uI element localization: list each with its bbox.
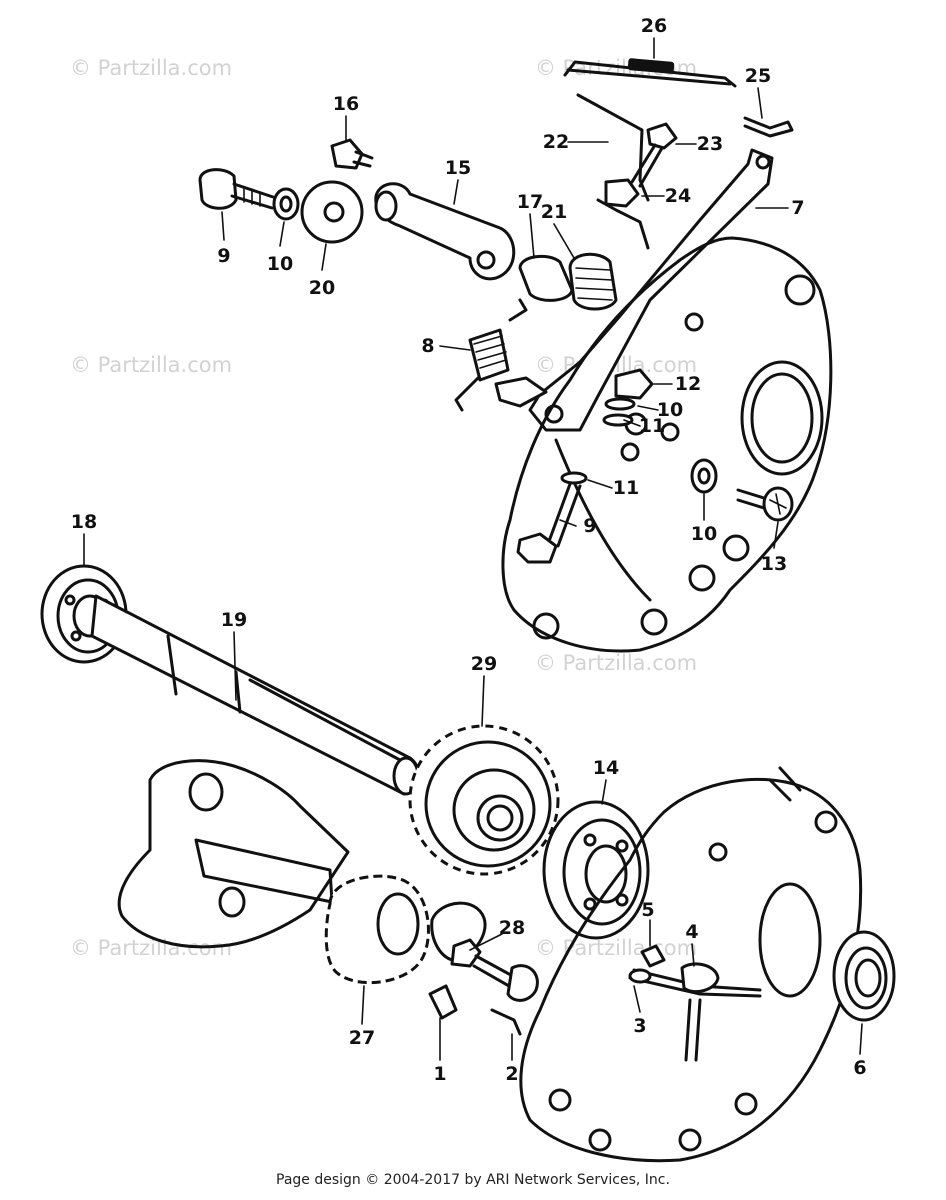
callout-25: 25 <box>745 65 771 87</box>
callout-5: 5 <box>641 899 654 921</box>
bolt-23 <box>630 122 678 188</box>
callout-11-lower: 11 <box>613 477 639 499</box>
callout-18: 18 <box>71 511 97 533</box>
callout-10-upper: 10 <box>267 253 293 275</box>
bolt-16 <box>330 138 374 170</box>
callout-28: 28 <box>499 917 525 939</box>
nut-12 <box>614 368 654 400</box>
callout-9-lower: 9 <box>583 515 596 537</box>
callout-2: 2 <box>505 1063 518 1085</box>
arm-15 <box>374 182 516 281</box>
spring-21 <box>568 252 618 311</box>
callout-3: 3 <box>633 1015 646 1037</box>
seal-6 <box>832 930 896 1022</box>
bearing-14 <box>542 800 650 940</box>
callout-8: 8 <box>421 335 434 357</box>
callout-17: 17 <box>517 191 543 213</box>
watermark: © Partzilla.com <box>535 651 697 675</box>
screw-13 <box>736 486 794 522</box>
watermark: © Partzilla.com <box>535 936 697 960</box>
spring-8 <box>454 298 528 412</box>
callout-26: 26 <box>641 15 667 37</box>
clip-2 <box>490 1008 522 1036</box>
gear-27 <box>324 874 430 985</box>
callout-10-middle: 10 <box>657 399 683 421</box>
callout-15: 15 <box>445 157 471 179</box>
callout-22: 22 <box>543 131 569 153</box>
callout-9-upper: 9 <box>217 245 230 267</box>
housing-lower-right <box>519 766 863 1163</box>
callout-19: 19 <box>221 609 247 631</box>
housing-left <box>117 759 350 949</box>
nut-24 <box>604 178 640 208</box>
pin-1 <box>428 984 458 1020</box>
washer-20 <box>300 180 364 244</box>
callout-16: 16 <box>333 93 359 115</box>
callout-1: 1 <box>433 1063 446 1085</box>
watermark: © Partzilla.com <box>70 56 232 80</box>
callout-4: 4 <box>685 921 698 943</box>
callout-6: 6 <box>853 1057 866 1079</box>
callout-12: 12 <box>675 373 701 395</box>
callout-14: 14 <box>593 757 619 779</box>
housing-upper <box>501 236 833 653</box>
page-footer: Page design © 2004-2017 by ARI Network S… <box>276 1172 670 1188</box>
pivot-arm <box>494 376 548 408</box>
washer-10-right <box>690 458 718 494</box>
callout-10-right: 10 <box>691 523 717 545</box>
spring-25 <box>743 116 794 138</box>
callout-29: 29 <box>471 653 497 675</box>
callout-20: 20 <box>309 277 335 299</box>
callout-23: 23 <box>697 133 723 155</box>
watermark: © Partzilla.com <box>70 353 232 377</box>
bolt-9-upper <box>198 168 278 210</box>
callout-11-upper: 11 <box>639 415 665 437</box>
shift-parts-3-4-5 <box>628 944 762 1062</box>
gear-29 <box>408 724 560 876</box>
lever-7 <box>528 148 774 432</box>
callout-labels: 26 25 16 15 22 23 17 21 24 7 9 10 20 8 1… <box>71 15 867 1085</box>
callout-27: 27 <box>349 1027 375 1049</box>
shaft-19 <box>90 594 420 796</box>
bolt-9-lower <box>516 482 582 564</box>
callout-7: 7 <box>791 197 804 219</box>
washers-10-11 <box>560 397 636 485</box>
callout-21: 21 <box>541 201 567 223</box>
callout-13: 13 <box>761 553 787 575</box>
spring-26 <box>563 58 737 88</box>
leader-lines <box>83 37 863 1061</box>
washer-10-upper <box>272 187 300 221</box>
callout-24: 24 <box>665 185 691 207</box>
stopper-28 <box>430 901 539 1002</box>
collar-17 <box>518 254 574 302</box>
